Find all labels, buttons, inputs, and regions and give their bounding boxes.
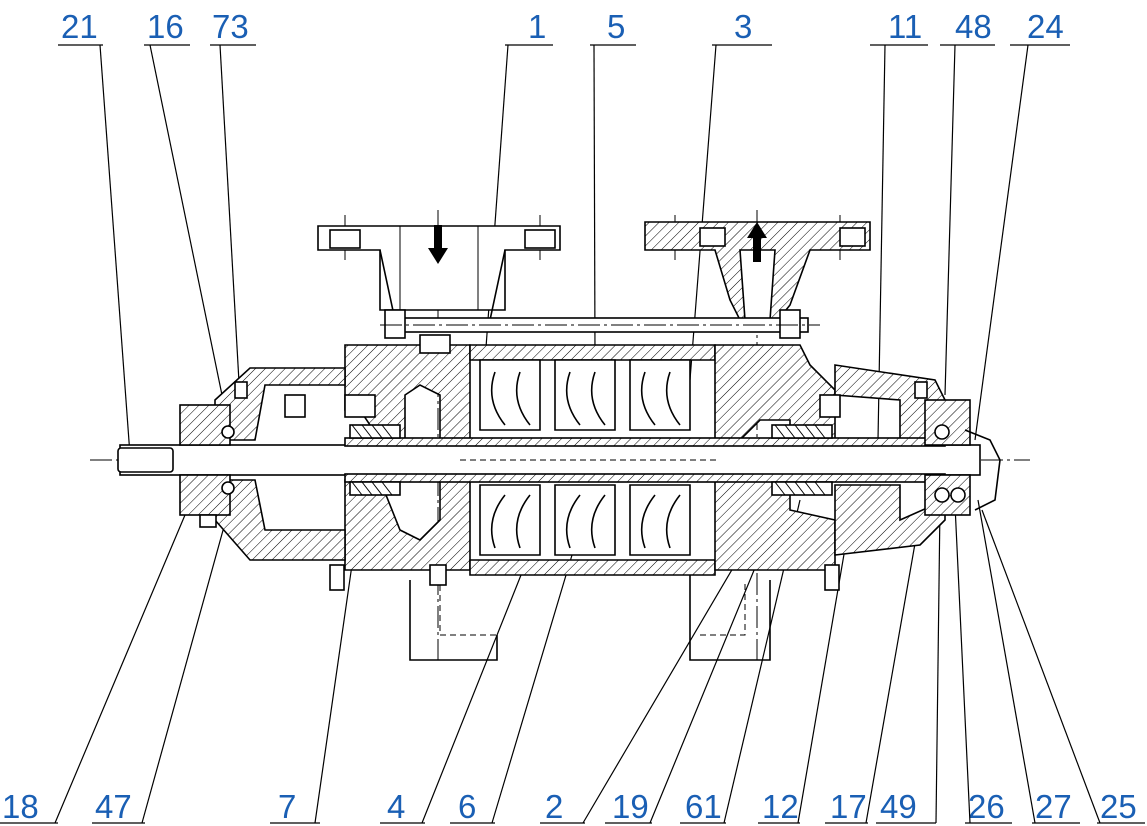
callout-73: 73 — [212, 8, 249, 45]
inlet-down-arrow — [428, 225, 448, 264]
callout-12: 12 — [762, 788, 799, 825]
callout-16: 16 — [147, 8, 184, 45]
callout-11: 11 — [888, 8, 922, 45]
shaft — [117, 437, 981, 483]
packing-left — [349, 424, 401, 496]
callout-49: 49 — [880, 788, 917, 825]
callout-5: 5 — [607, 8, 625, 45]
callout-25: 25 — [1100, 788, 1137, 825]
callout-2: 2 — [545, 788, 563, 825]
inlet-nozzle — [317, 225, 561, 321]
callouts-top: 21 16 73 1 5 3 11 48 24 — [61, 8, 1064, 45]
callout-48: 48 — [955, 8, 992, 45]
callout-18: 18 — [2, 788, 39, 825]
casing-upper — [214, 344, 946, 441]
bearing-right — [924, 399, 1001, 516]
callouts-bottom: 18 47 7 4 6 2 19 61 12 17 49 26 27 25 — [2, 788, 1137, 825]
callout-19: 19 — [612, 788, 649, 825]
callout-6: 6 — [458, 788, 476, 825]
callout-27: 27 — [1035, 788, 1072, 825]
callout-24: 24 — [1027, 8, 1064, 45]
impellers — [490, 371, 681, 549]
outlet-up-arrow — [747, 222, 767, 262]
bearing-left — [179, 404, 235, 516]
supports — [329, 564, 840, 661]
callout-17: 17 — [830, 788, 867, 825]
callout-61: 61 — [685, 788, 722, 825]
casing-lower — [214, 479, 946, 576]
tie-rod — [380, 309, 820, 339]
callout-3: 3 — [734, 8, 752, 45]
bolts — [199, 334, 928, 528]
outlet-nozzle — [644, 221, 871, 331]
packing-right — [771, 424, 833, 496]
callout-47: 47 — [95, 788, 132, 825]
callout-1: 1 — [528, 8, 546, 45]
callout-4: 4 — [387, 788, 405, 825]
callout-7: 7 — [278, 788, 296, 825]
callout-21: 21 — [61, 8, 98, 45]
callout-26: 26 — [968, 788, 1005, 825]
